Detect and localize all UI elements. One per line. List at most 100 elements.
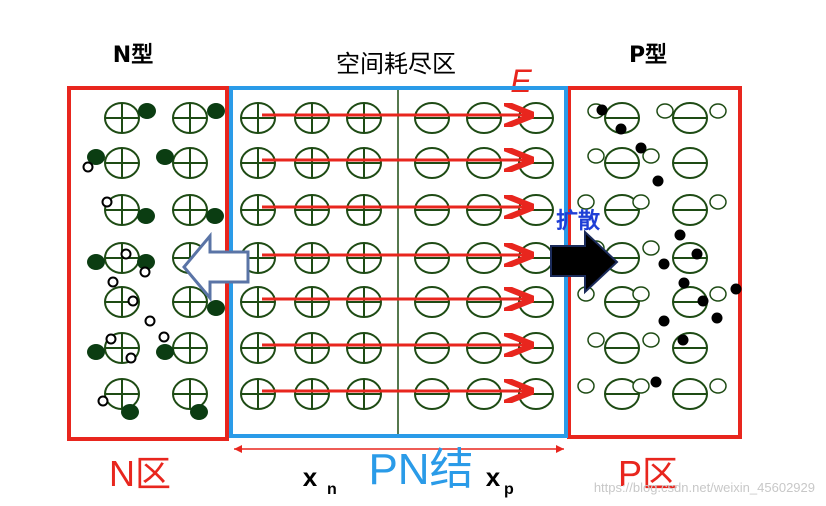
acceptor-ion-icon — [604, 194, 640, 226]
electron-dot — [658, 258, 670, 270]
watermark-text: https://blog.csdn.net/weixin_45602929 — [594, 480, 815, 495]
acceptor-ion-icon — [672, 332, 708, 364]
electron-dot — [190, 404, 208, 420]
acceptor-ion-icon — [604, 378, 640, 410]
donor-ion-icon — [172, 286, 208, 318]
electron-dot — [615, 123, 627, 135]
donor-ion-icon — [104, 194, 140, 226]
hole-icon — [577, 194, 595, 210]
acceptor-ion-icon — [672, 378, 708, 410]
donor-ion-icon — [240, 286, 276, 318]
donor-ion-icon — [172, 194, 208, 226]
electron-dot — [652, 175, 664, 187]
hole-icon — [107, 276, 119, 288]
acceptor-ion-icon — [518, 242, 554, 274]
electron-dot — [137, 208, 155, 224]
hole-icon — [656, 103, 674, 119]
donor-ion-icon — [294, 286, 330, 318]
electron-dot — [121, 404, 139, 420]
acceptor-ion-icon — [466, 378, 502, 410]
acceptor-ion-icon — [466, 242, 502, 274]
hole-icon — [709, 103, 727, 119]
acceptor-ion-icon — [414, 102, 450, 134]
hole-icon — [127, 295, 139, 307]
hole-icon — [577, 378, 595, 394]
hole-icon — [82, 161, 94, 173]
electron-dot — [138, 103, 156, 119]
electron-dot — [87, 344, 105, 360]
donor-ion-icon — [346, 332, 382, 364]
hole-icon — [125, 352, 137, 364]
depletion-region-label: 空间耗尽区 — [336, 50, 456, 78]
acceptor-ion-icon — [518, 194, 554, 226]
donor-ion-icon — [294, 378, 330, 410]
acceptor-ion-icon — [466, 147, 502, 179]
xn-subscript: n — [327, 481, 337, 498]
hole-icon — [587, 148, 605, 164]
electron-dot — [156, 344, 174, 360]
electron-dot — [87, 254, 105, 270]
acceptor-ion-icon — [466, 286, 502, 318]
donor-ion-icon — [172, 378, 208, 410]
hole-icon — [158, 331, 170, 343]
acceptor-ion-icon — [672, 102, 708, 134]
xp-label: x — [486, 462, 501, 492]
electron-dot — [87, 149, 105, 165]
donor-ion-icon — [240, 332, 276, 364]
hole-icon — [632, 378, 650, 394]
width-arrow-left — [234, 445, 242, 453]
donor-ion-icon — [104, 242, 140, 274]
hole-icon — [101, 196, 113, 208]
electron-dot — [650, 376, 662, 388]
acceptor-ion-icon — [414, 286, 450, 318]
acceptor-ion-icon — [672, 147, 708, 179]
acceptor-ion-icon — [414, 194, 450, 226]
donor-ion-icon — [172, 102, 208, 134]
acceptor-ion-icon — [466, 332, 502, 364]
xp-subscript: p — [504, 481, 514, 498]
acceptor-ion-icon — [466, 102, 502, 134]
hole-icon — [642, 332, 660, 348]
donor-ion-icon — [172, 147, 208, 179]
acceptor-ion-icon — [518, 286, 554, 318]
donor-ion-icon — [294, 332, 330, 364]
donor-ion-icon — [240, 102, 276, 134]
hole-icon — [105, 333, 117, 345]
electron-dot — [730, 283, 742, 295]
acceptor-ion-icon — [604, 286, 640, 318]
donor-ion-icon — [240, 147, 276, 179]
hole-icon — [709, 194, 727, 210]
donor-ion-icon — [240, 194, 276, 226]
electric-field-arrows — [262, 115, 528, 391]
n-type-label: N型 — [113, 43, 153, 68]
acceptor-ion-icon — [466, 194, 502, 226]
acceptor-ion-icon — [604, 332, 640, 364]
pn-junction-label: PN结 — [368, 445, 473, 494]
electron-dot — [658, 315, 670, 327]
drift-arrow — [182, 231, 250, 303]
hole-icon — [587, 332, 605, 348]
acceptor-ion-icon — [518, 147, 554, 179]
hole-icon — [632, 194, 650, 210]
acceptor-ion-icon — [414, 378, 450, 410]
electron-dot — [711, 312, 723, 324]
electron-dot — [137, 254, 155, 270]
electron-dot — [697, 295, 709, 307]
acceptor-ion-icon — [518, 378, 554, 410]
donor-ion-icon — [294, 102, 330, 134]
acceptor-ions — [414, 102, 708, 410]
hole-icon — [642, 240, 660, 256]
hole-icon — [632, 286, 650, 302]
donor-ion-icon — [346, 286, 382, 318]
electron-dot — [678, 277, 690, 289]
donor-ion-icon — [294, 147, 330, 179]
width-arrow-right — [556, 445, 564, 453]
acceptor-ion-icon — [672, 242, 708, 274]
hole-icon — [97, 395, 109, 407]
donor-ion-icon — [172, 332, 208, 364]
electron-dot — [156, 149, 174, 165]
acceptor-ion-icon — [672, 194, 708, 226]
electron-dot — [206, 208, 224, 224]
donor-ion-icon — [294, 194, 330, 226]
